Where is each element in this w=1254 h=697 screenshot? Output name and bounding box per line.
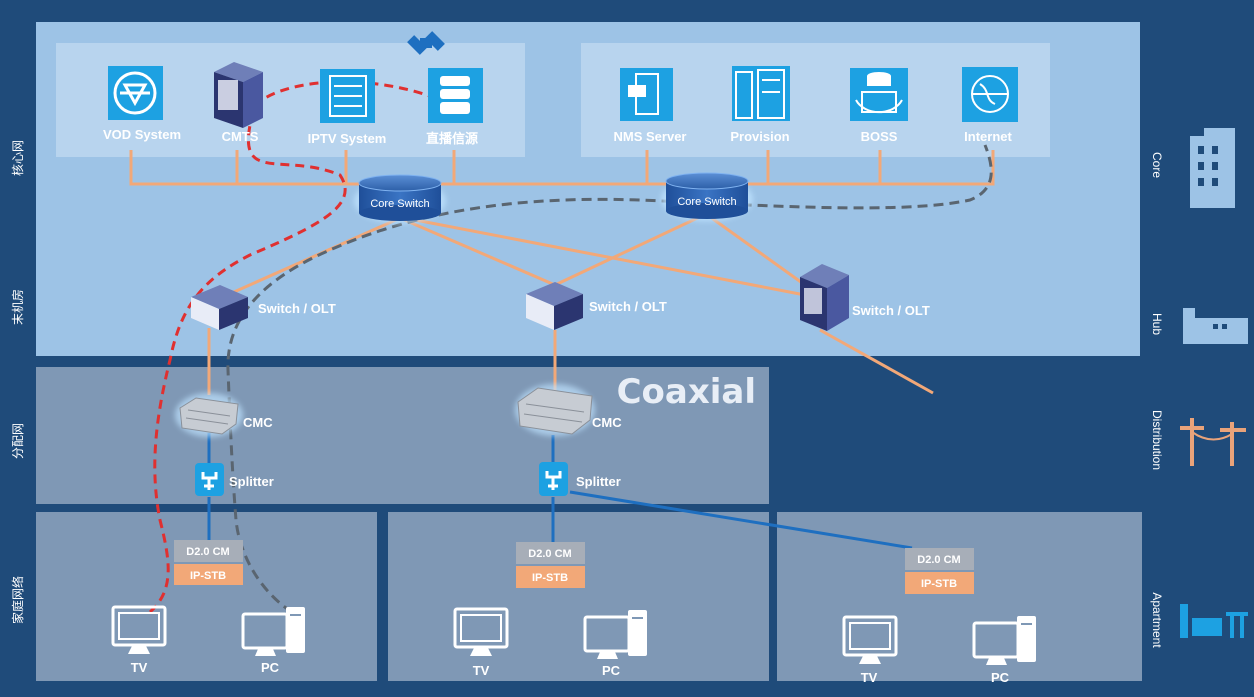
splitter-1-icon — [195, 463, 224, 496]
internet-label: Internet — [964, 129, 1012, 144]
pc-3-label: PC — [991, 670, 1010, 685]
stb-box-1-label: IP-STB — [190, 570, 226, 582]
olt-switch-1 — [191, 285, 248, 330]
olt-switch-2 — [526, 282, 583, 330]
zone-core-en: Core — [1150, 152, 1164, 178]
cmts-label: CMTS — [222, 129, 259, 144]
building-icon — [1190, 128, 1235, 208]
home-panel-2 — [388, 512, 769, 681]
core-links — [207, 212, 934, 395]
cmc-device-1 — [175, 393, 243, 437]
cmc-1-label: CMC — [243, 415, 273, 430]
distribution-panel — [36, 367, 769, 504]
pc-icon-1 — [241, 607, 305, 656]
coax-links — [207, 433, 913, 550]
olt-switch-1-label: Switch / OLT — [258, 301, 336, 316]
home-panel-1 — [36, 512, 377, 681]
iptv-system-label: IPTV System — [308, 131, 387, 146]
tv-icon-2 — [453, 607, 509, 656]
tv-1-label: TV — [131, 660, 148, 675]
home-panel-3 — [777, 512, 1142, 681]
live-source-icon — [428, 68, 483, 123]
zone-core-cn: 核心网 — [11, 140, 25, 176]
stb-box-2 — [516, 566, 585, 588]
olt-switch-3-label: Switch / OLT — [852, 303, 930, 318]
vod-system-icon — [108, 66, 163, 120]
provision-label: Provision — [730, 129, 789, 144]
core-switch-1-label: Core Switch — [370, 198, 429, 210]
nms-server-label: NMS Server — [614, 129, 687, 144]
hub-house-icon — [1183, 308, 1248, 344]
splitter-2-icon — [539, 462, 568, 496]
boss-icon — [850, 68, 908, 121]
splitter-1-label: Splitter — [229, 474, 274, 489]
internet-path-gray — [226, 144, 993, 614]
zone-home-cn: 家庭网络 — [10, 576, 25, 624]
zone-distribution-cn: 分配网 — [11, 423, 25, 459]
cmc-2-label: CMC — [592, 415, 622, 430]
coaxial-label: Coaxial — [617, 372, 756, 412]
vod-system-label: VOD System — [103, 127, 181, 142]
core-switch-2-label: Core Switch — [677, 196, 736, 208]
core-switch-1: Core Switch — [354, 174, 446, 223]
cm-box-1 — [174, 540, 243, 562]
olt-switch-2-label: Switch / OLT — [589, 299, 667, 314]
pc-1-label: PC — [261, 660, 280, 675]
service-bus-links — [129, 150, 995, 186]
pc-2-label: PC — [602, 663, 621, 678]
iptv-system-icon — [320, 69, 375, 123]
cmc-device-2 — [515, 384, 595, 436]
cm-box-1-label: D2.0 CM — [186, 546, 229, 558]
pc-icon-3 — [972, 616, 1036, 665]
stb-box-1 — [174, 564, 243, 585]
stb-box-3 — [905, 572, 974, 594]
tv-2-label: TV — [473, 663, 490, 678]
apartment-furniture-icon — [1180, 604, 1248, 638]
tv-icon-1 — [111, 605, 167, 654]
olt-switch-3 — [800, 264, 849, 331]
tv-icon-3 — [842, 615, 898, 664]
cm-box-3-label: D2.0 CM — [917, 554, 960, 566]
live-source-label: 直播信源 — [426, 131, 478, 146]
pc-icon-2 — [583, 610, 647, 659]
cmts-icon — [214, 62, 263, 128]
cm-box-3 — [905, 548, 974, 570]
zone-hub-cn: 末机房 — [10, 289, 25, 325]
zone-distribution-en: Distribution — [1150, 410, 1164, 470]
splitter-2-label: Splitter — [576, 474, 621, 489]
utility-pole-icon — [1180, 418, 1246, 466]
stb-box-2-label: IP-STB — [532, 572, 568, 584]
cm-box-2 — [516, 542, 585, 564]
provision-icon — [732, 66, 790, 121]
satellite-icon — [407, 31, 445, 55]
boss-label: BOSS — [861, 129, 898, 144]
zone-hub-en: Hub — [1150, 313, 1164, 335]
internet-globe-icon — [962, 67, 1018, 122]
cm-box-2-label: D2.0 CM — [528, 548, 571, 560]
core-switch-2: Core Switch — [661, 172, 753, 221]
zone-apartment-en: Apartment — [1150, 592, 1164, 648]
stb-box-3-label: IP-STB — [921, 578, 957, 590]
tv-3-label: TV — [861, 670, 878, 685]
nms-server-icon — [620, 68, 673, 121]
